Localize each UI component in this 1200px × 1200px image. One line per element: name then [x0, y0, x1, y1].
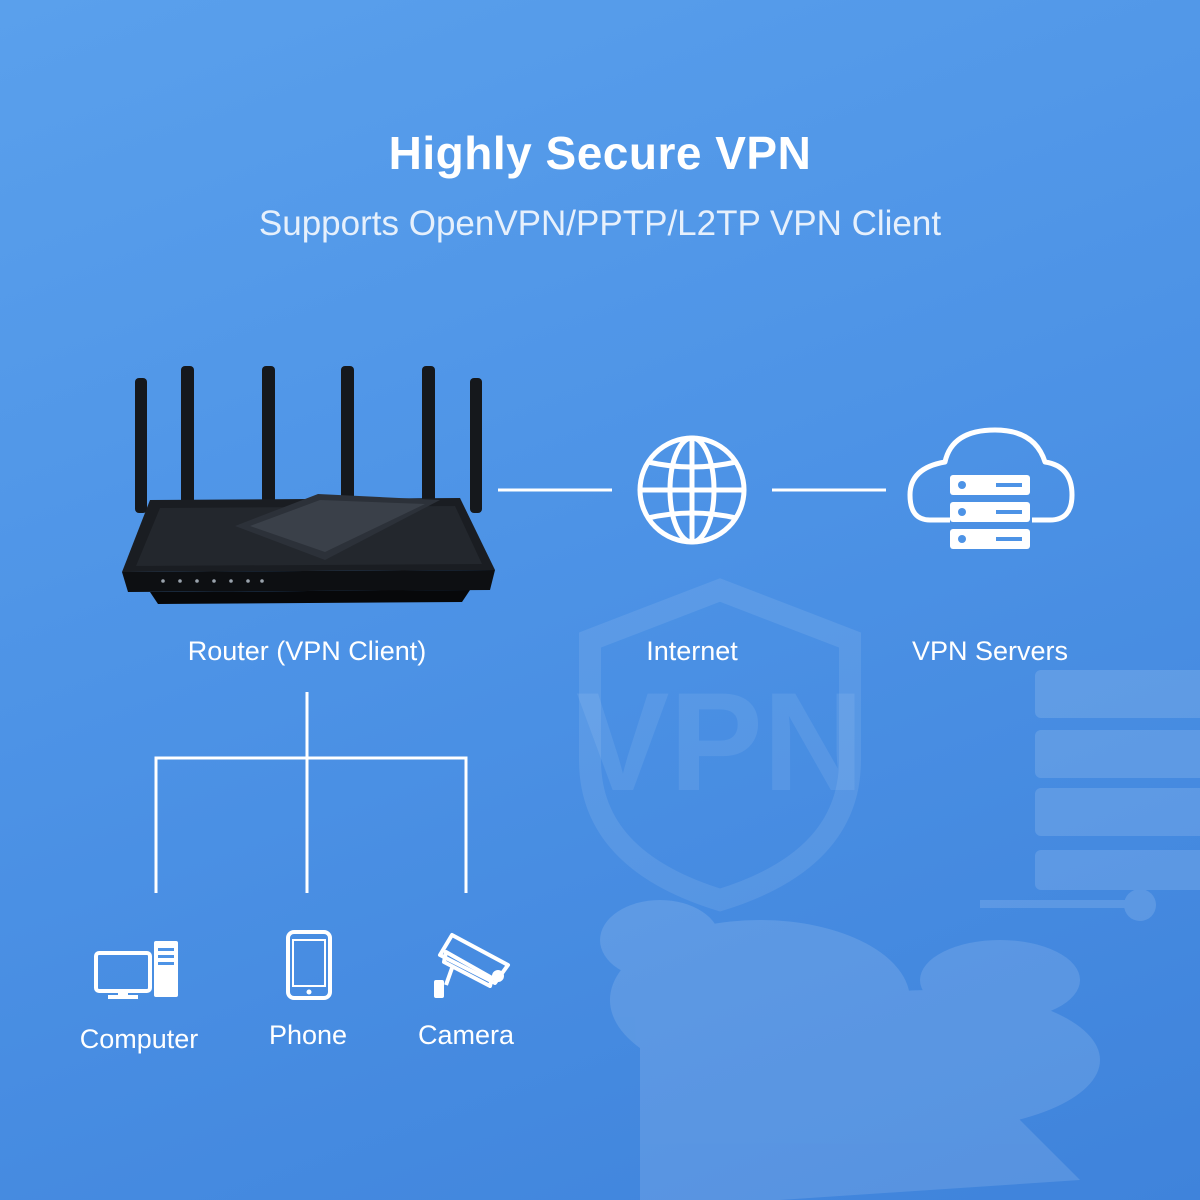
laptop-hands-watermark — [600, 900, 1100, 1200]
cloud-server-icon — [907, 427, 1075, 549]
computer-label: Computer — [79, 1024, 199, 1054]
server-rack-watermark-icon — [980, 670, 1200, 921]
router-icon — [122, 366, 495, 604]
phone-icon — [286, 930, 332, 1000]
phone-label: Phone — [268, 1020, 348, 1050]
vpn-servers-label: VPN Servers — [911, 636, 1069, 666]
vpn-watermark: VPN — [576, 663, 864, 820]
globe-icon — [637, 435, 747, 545]
router-label: Router (VPN Client) — [187, 636, 427, 666]
camera-icon — [434, 933, 510, 998]
shield-watermark-icon — [579, 578, 861, 912]
internet-label: Internet — [646, 636, 738, 666]
page-title: Highly Secure VPN — [388, 127, 812, 179]
page-subtitle: Supports OpenVPN/PPTP/L2TP VPN Client — [258, 204, 942, 243]
camera-label: Camera — [417, 1020, 515, 1050]
connector-lines — [154, 488, 886, 893]
computer-icon — [94, 941, 178, 999]
device-branch-lines — [154, 756, 468, 893]
